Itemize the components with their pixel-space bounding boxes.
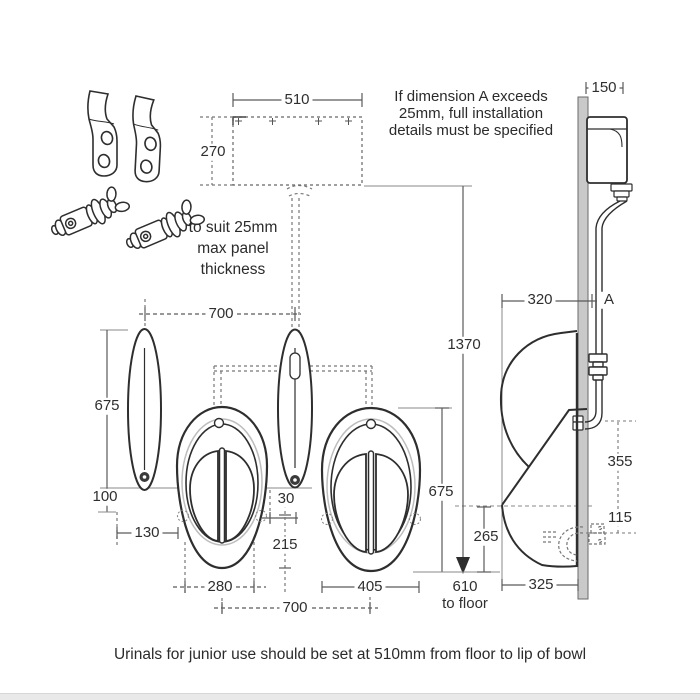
dim-270-label: 270 [197, 143, 229, 161]
urinal-front-junior [175, 405, 269, 570]
dim-a-label: A [600, 291, 618, 309]
dim-215-label: 215 [269, 536, 301, 554]
dim-610-label: 610 [449, 578, 481, 596]
dim-510-label: 510 [281, 91, 313, 109]
urinal-front-adult [320, 406, 422, 573]
cistern-side-view [586, 116, 633, 202]
dim-320-label: 320 [524, 291, 556, 309]
hook-bracket-2 [128, 95, 164, 184]
dim-150-label: 150 [588, 79, 620, 97]
panel-thickness-note: to suit 25mm max panel thickness [189, 217, 278, 280]
divider-panel-left [127, 328, 162, 491]
dim-700-top-label: 700 [205, 305, 237, 323]
panel-note-line3: thickness [200, 261, 266, 278]
dim-675-right-label: 675 [425, 483, 457, 501]
divider-panel-center [277, 328, 313, 489]
urinal-side-view [499, 330, 588, 568]
dimension-a-note-line1: If dimension A exceeds [394, 88, 548, 105]
waste-trap [543, 523, 606, 562]
dim-100-label: 100 [89, 488, 121, 506]
to-floor-label: to floor [439, 595, 491, 613]
concealed-cistern-outline [232, 116, 363, 186]
dim-325-label: 325 [525, 576, 557, 594]
dim-355-label: 355 [604, 453, 636, 471]
dim-265-label: 265 [470, 528, 502, 546]
footer-note: Urinals for junior use should be set at … [113, 646, 587, 663]
dim-700-bottom-label: 700 [279, 599, 311, 617]
dim-675-left-label: 675 [91, 397, 123, 415]
dim-405-label: 405 [354, 578, 386, 596]
bolt-fixing-1 [43, 180, 134, 244]
panel-note-line1: to suit 25mm [188, 219, 278, 236]
dimension-a-note: If dimension A exceeds 25mm, full instal… [389, 88, 553, 139]
hook-bracket-1 [87, 90, 118, 177]
panel-note-line2: max panel [197, 240, 269, 257]
page-bottom-edge [0, 693, 700, 700]
dimension-a-note-line3: details must be specified [388, 122, 554, 139]
dim-130-label: 130 [131, 524, 163, 542]
dimension-a-note-line2: 25mm, full installation [398, 105, 544, 122]
dim-280-label: 280 [204, 578, 236, 596]
dim-30-label: 30 [274, 490, 298, 508]
dim-1370-label: 1370 [444, 336, 484, 354]
dimension-lines-top [200, 93, 472, 574]
dim-115-label: 115 [605, 509, 635, 527]
